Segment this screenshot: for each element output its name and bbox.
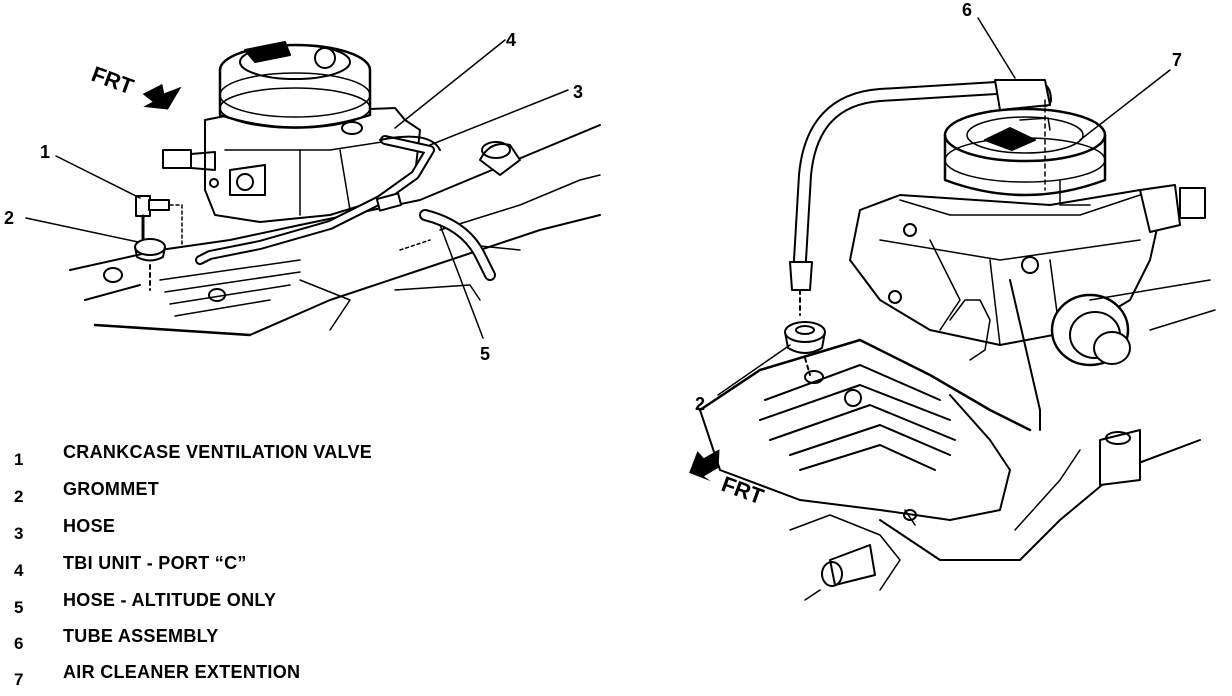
legend-number: 4 <box>14 561 24 580</box>
legend-item: 6 TUBE ASSEMBLY <box>14 624 434 660</box>
callout-6-right: 6 <box>962 0 972 20</box>
legend-label: GROMMET <box>63 479 160 499</box>
legend-number: 1 <box>14 450 24 469</box>
callout-5-left: 5 <box>480 344 490 364</box>
legend-label: HOSE <box>63 516 116 536</box>
legend-label: HOSE - ALTITUDE ONLY <box>63 590 277 610</box>
legend-item: 1 CRANKCASE VENTILATION VALVE <box>14 440 434 476</box>
callout-7-right: 7 <box>1172 50 1182 70</box>
right-engine-view <box>698 78 1216 601</box>
frt-arrow-right-icon <box>689 449 720 482</box>
frt-label-right: FRT <box>718 471 767 509</box>
callout-2-left: 2 <box>4 208 14 228</box>
legend-item: 4 TBI UNIT - PORT “C” <box>14 551 434 587</box>
callout-1-left: 1 <box>40 142 50 162</box>
legend-label: AIR CLEANER EXTENTION <box>63 662 301 682</box>
legend-number: 7 <box>14 670 24 689</box>
callout-4-left: 4 <box>506 30 516 50</box>
frt-arrow-left-icon <box>142 84 182 110</box>
legend-number: 3 <box>14 524 24 543</box>
legend-label: TBI UNIT - PORT “C” <box>63 553 247 573</box>
legend-number: 6 <box>14 634 24 653</box>
legend-item: 7 AIR CLEANER EXTENTION <box>14 660 434 696</box>
callout-3-left: 3 <box>573 82 583 102</box>
legend-label: TUBE ASSEMBLY <box>63 626 219 646</box>
legend-item: 3 HOSE <box>14 514 434 550</box>
frt-label-left: FRT <box>88 61 137 99</box>
left-engine-view <box>69 41 601 337</box>
legend-item: 5 HOSE - ALTITUDE ONLY <box>14 588 434 624</box>
legend-number: 2 <box>14 487 24 506</box>
legend-label: CRANKCASE VENTILATION VALVE <box>63 442 373 462</box>
legend-number: 5 <box>14 598 24 617</box>
callout-2-right: 2 <box>695 394 705 414</box>
legend-item: 2 GROMMET <box>14 477 434 513</box>
